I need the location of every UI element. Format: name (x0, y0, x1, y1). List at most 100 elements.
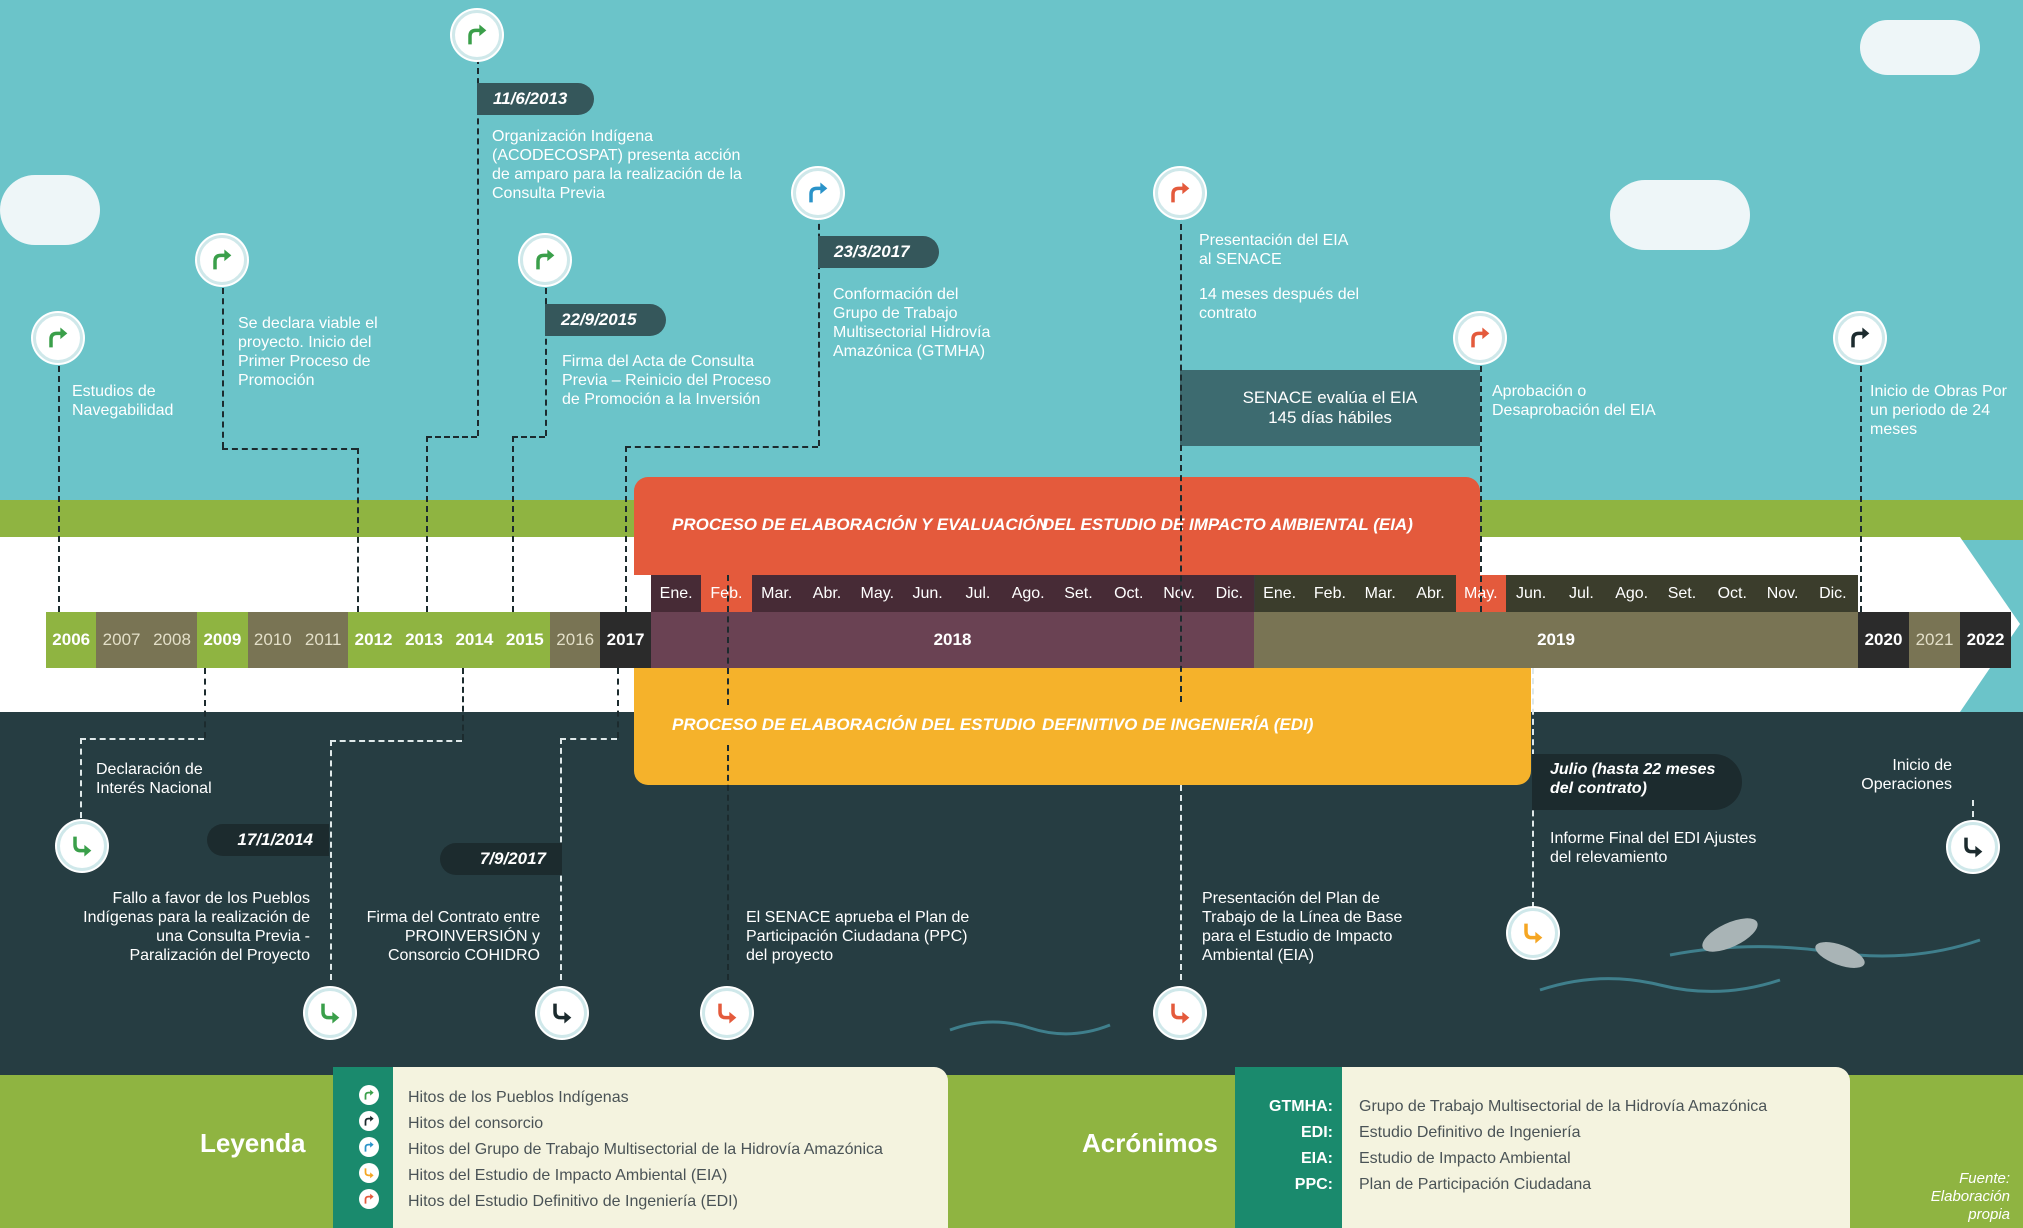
event-interes: Declaración de Interés Nacional (96, 761, 212, 797)
indigenous-milestone-icon (520, 235, 570, 285)
indigenous-legend-icon (359, 1085, 379, 1105)
year-label: 2017 (600, 612, 651, 668)
month-label: Abr. (801, 575, 853, 612)
acronym-key: EIA: (1301, 1150, 1333, 1167)
indigenous-milestone-icon (57, 821, 107, 871)
event-amparo: Organización Indígena (ACODECOSPAT) pres… (492, 128, 742, 202)
acronyms-title: Acrónimos (1082, 1128, 1218, 1158)
event-acta: Firma del Acta de Consulta Previa – Rein… (562, 353, 771, 408)
eia-legend-icon (359, 1163, 379, 1183)
eia-milestone-icon (1155, 988, 1205, 1038)
event-operaciones: Inicio de Operaciones (1861, 757, 1952, 793)
eia-title-b: DEL ESTUDIO DE IMPACTO AMBIENTAL (EIA) (1042, 515, 1413, 534)
event-obras: Inicio de Obras Por un periodo de 24 mes… (1870, 383, 2007, 438)
month-label: Feb. (701, 575, 752, 612)
acronym-key: GTMHA: (1269, 1098, 1333, 1115)
eia-title-a: PROCESO DE ELABORACIÓN Y EVALUACIÓN (672, 515, 1048, 534)
month-label: Jun. (1505, 575, 1557, 612)
fish-icon (1702, 918, 1758, 952)
acronym-value: Grupo de Trabajo Multisectorial de la Hi… (1359, 1098, 1768, 1115)
year-label: 2022 (1960, 612, 2011, 668)
month-label: Jul. (1556, 575, 1607, 612)
acronyms-key-strip (1235, 1067, 1342, 1228)
gtmha-milestone-icon (793, 168, 843, 218)
month-label: Jul. (952, 575, 1004, 612)
date-tag-julio: Julio (hasta 22 meses del contrato) (1532, 754, 1742, 810)
event-plan: Presentación del Plan de Trabajo de la L… (1202, 890, 1403, 964)
year-label: 2021 (1909, 612, 1960, 668)
cloud (1610, 180, 1750, 250)
date-tag-acta: 22/9/2015 (545, 304, 666, 336)
event-gtmha: Conformación del Grupo de Trabajo Multis… (833, 286, 991, 360)
date-tag-contrato: 7/9/2017 (440, 843, 562, 875)
event-contrato: Firma del Contrato entre PROINVERSIÓN y … (366, 909, 540, 964)
year-label: 2009 (197, 612, 248, 668)
source-note: Fuente: Elaboración propia (1930, 1170, 2010, 1223)
indigenous-milestone-icon (33, 313, 83, 363)
consortium-milestone-icon (537, 988, 587, 1038)
legend-item: Hitos del consorcio (408, 1115, 544, 1132)
event-eia-presentacion: Presentación del EIA al SENACE (1199, 232, 1348, 268)
date-tag-amparo: 11/6/2013 (477, 83, 594, 115)
consortium-milestone-icon (1835, 313, 1885, 363)
year-label: 2007 (96, 612, 147, 668)
edi-title-b: DEFINITIVO DE INGENIERÍA (EDI) (1042, 715, 1314, 734)
edi-milestone-icon (1508, 908, 1558, 958)
year-label: 2010 (247, 612, 298, 668)
year-label: 2020 (1858, 612, 1909, 668)
year-2018: 2018 (651, 612, 1254, 668)
month-label: Feb. (1304, 575, 1356, 612)
consortium-milestone-icon (1948, 822, 1998, 872)
senace-eval-box: SENACE evalúa el EIA 145 días hábiles (1180, 370, 1480, 446)
year-label: 2008 (146, 612, 198, 668)
event-aprobacion: Aprobación o Desaprobación del EIA (1492, 383, 1656, 419)
eia-milestone-icon (702, 988, 752, 1038)
month-label: Set. (1656, 575, 1708, 612)
edi-process-box (634, 668, 1531, 785)
river-waves (949, 918, 1981, 1036)
year-label: 2015 (499, 612, 550, 668)
month-label: Set. (1053, 575, 1104, 612)
legend-icons (359, 1085, 379, 1209)
event-navegabilidad: Estudios de Navegabilidad (72, 383, 174, 419)
month-label: Mar. (1355, 575, 1406, 612)
month-label: Ago. (1003, 575, 1054, 612)
year-label: 2014 (449, 612, 500, 668)
acronym-key: EDI: (1301, 1124, 1333, 1141)
month-label: May. (852, 575, 903, 612)
month-label: Nov. (1153, 575, 1205, 612)
acronym-values: Grupo de Trabajo Multisectorial de la Hi… (1359, 1094, 1767, 1198)
month-label: Dic. (1204, 575, 1255, 612)
event-viable: Se declara viable el proyecto. Inicio de… (238, 315, 378, 389)
acronym-value: Estudio Definitivo de Ingeniería (1359, 1124, 1581, 1141)
indigenous-milestone-icon (452, 10, 502, 60)
year-label: 2012 (348, 612, 399, 668)
year-label: 2016 (550, 612, 601, 668)
event-informe: Informe Final del EDI Ajustes del releva… (1550, 830, 1757, 866)
consortium-legend-icon (359, 1111, 379, 1131)
month-label: Oct. (1103, 575, 1154, 612)
year-2019: 2019 (1254, 612, 1858, 668)
year-label: 2011 (298, 612, 349, 668)
indigenous-milestone-icon (305, 988, 355, 1038)
cloud (1860, 20, 1980, 75)
date-tag-gtmha: 23/3/2017 (818, 236, 939, 268)
indigenous-milestone-icon (197, 235, 247, 285)
cloud (0, 175, 100, 245)
year-label: 2006 (46, 612, 97, 668)
month-label: Oct. (1707, 575, 1758, 612)
month-label: Mar. (751, 575, 802, 612)
gtmha-legend-icon (359, 1137, 379, 1157)
acronym-key: PPC: (1294, 1176, 1333, 1193)
month-label: Ene. (1254, 575, 1305, 612)
month-label: Ago. (1606, 575, 1657, 612)
legend-panel (333, 1067, 948, 1228)
legend-title: Leyenda (200, 1128, 306, 1158)
event-ppc: El SENACE aprueba el Plan de Participaci… (746, 909, 970, 964)
month-label: Dic. (1807, 575, 1858, 612)
legend-items: Hitos de los Pueblos Indígenas Hitos del… (408, 1085, 883, 1215)
edi-legend-icon (359, 1189, 379, 1209)
acronym-keys: GTMHA: EDI: EIA: PPC: (1245, 1094, 1333, 1198)
senace-line2: 145 días hábiles (1268, 408, 1392, 427)
month-label: Abr. (1405, 575, 1456, 612)
